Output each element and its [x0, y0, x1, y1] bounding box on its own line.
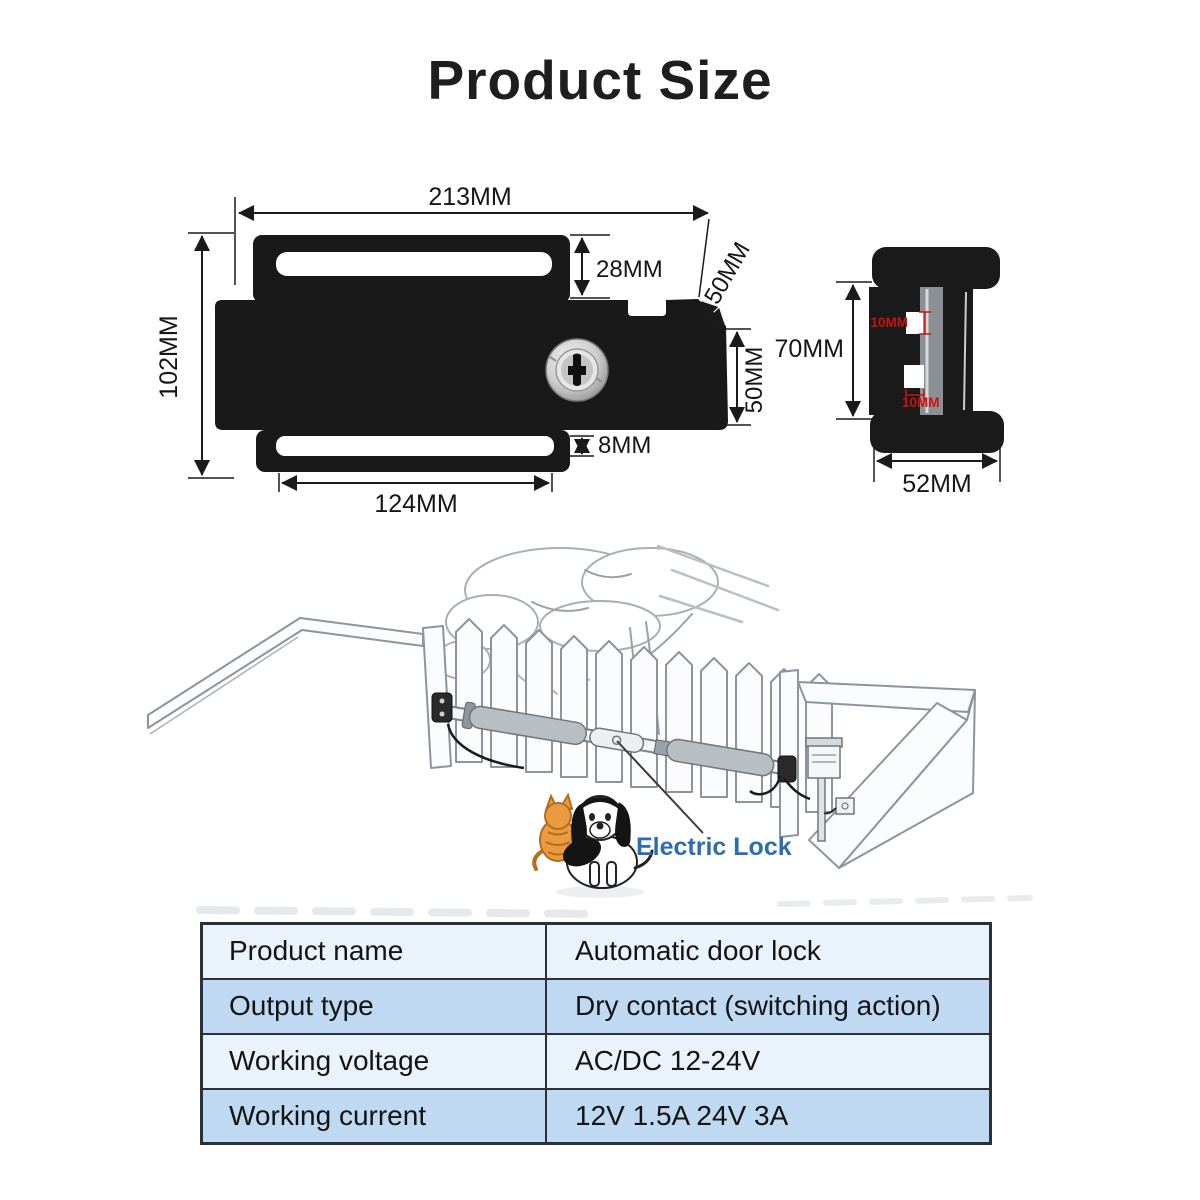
wall-return-top — [808, 702, 968, 869]
spec-name-cell: Output type — [200, 977, 547, 1035]
wall-top-face — [797, 681, 976, 713]
lower-bracket-slot — [276, 436, 554, 456]
side-notch-bottom — [904, 365, 924, 388]
dim-right-height: 50MM — [741, 347, 768, 414]
table-row: Product name Automatic door lock — [200, 922, 992, 980]
side-notch-top — [906, 312, 923, 334]
right-wire-loop — [749, 775, 782, 796]
lock-side-profile — [869, 247, 1004, 453]
side-top-flange — [872, 247, 1000, 289]
side-view-drawing: 70MM 10MM 10MM 52MM — [775, 247, 1004, 498]
left-wall — [147, 617, 424, 729]
keyhole — [545, 338, 609, 402]
dim-bevel: 50MM — [699, 238, 756, 309]
gate-actuator — [431, 692, 811, 801]
spec-value-cell: 12V 1.5A 24V 3A — [545, 1087, 992, 1145]
dim-top-width: 213MM — [428, 183, 511, 211]
dim-bracket-height: 28MM — [596, 256, 663, 283]
spec-value-cell: Dry contact (switching action) — [545, 977, 992, 1035]
dim-bottom-width: 124MM — [374, 490, 457, 518]
control-equipment — [805, 737, 855, 842]
spec-value-cell: Automatic door lock — [545, 922, 992, 980]
equipment-post — [817, 776, 826, 842]
dim-slot-offset: 8MM — [598, 432, 651, 459]
notch-width-ticks — [905, 389, 925, 401]
spec-name-cell: Working current — [200, 1087, 547, 1145]
lock-latch-plate — [589, 727, 645, 753]
page-title: Product Size — [427, 49, 773, 111]
spec-name-cell: Working voltage — [200, 1032, 547, 1090]
spec-name-cell: Product name — [200, 922, 547, 980]
spec-table: Product name Automatic door lock Output … — [200, 922, 992, 1145]
spec-value-cell: AC/DC 12-24V — [545, 1032, 992, 1090]
table-row: Working voltage AC/DC 12-24V — [200, 1032, 992, 1090]
wall-post — [779, 669, 799, 838]
left-wire — [446, 723, 525, 770]
actuator-cylinders — [461, 701, 775, 777]
callout-leader-line — [616, 740, 704, 834]
dim-overall-height: 102MM — [155, 315, 183, 398]
ground-shadow — [196, 895, 1033, 918]
notch-height-ticks — [919, 311, 931, 335]
dim-notch-height: 10MM — [870, 315, 908, 330]
upper-bracket-slot — [276, 252, 552, 276]
outlet-box — [835, 797, 855, 815]
dim-notch-width: 10MM — [902, 395, 940, 410]
actuator-left-bracket — [431, 692, 453, 723]
table-row: Output type Dry contact (switching actio… — [200, 977, 992, 1035]
side-view-dimensions: 70MM 10MM 10MM 52MM — [775, 281, 1001, 498]
installation-scene: Electric Lock — [147, 544, 1033, 918]
cat — [532, 792, 577, 871]
table-row: Working current 12V 1.5A 24V 3A — [200, 1087, 992, 1145]
dim-side-width: 52MM — [902, 470, 971, 498]
outlet-wire — [823, 807, 837, 815]
lock-main-body — [215, 299, 728, 430]
front-view-drawing: 213MM 102MM 28MM 50MM 50MM 8MM — [155, 183, 768, 518]
electric-lock-label: Electric Lock — [636, 833, 792, 861]
side-bottom-flange — [870, 411, 1004, 453]
right-wire — [782, 777, 811, 801]
lock-front-body — [215, 235, 728, 472]
dim-side-height: 70MM — [775, 335, 844, 363]
dog — [556, 795, 654, 898]
wind-lines — [656, 544, 780, 624]
